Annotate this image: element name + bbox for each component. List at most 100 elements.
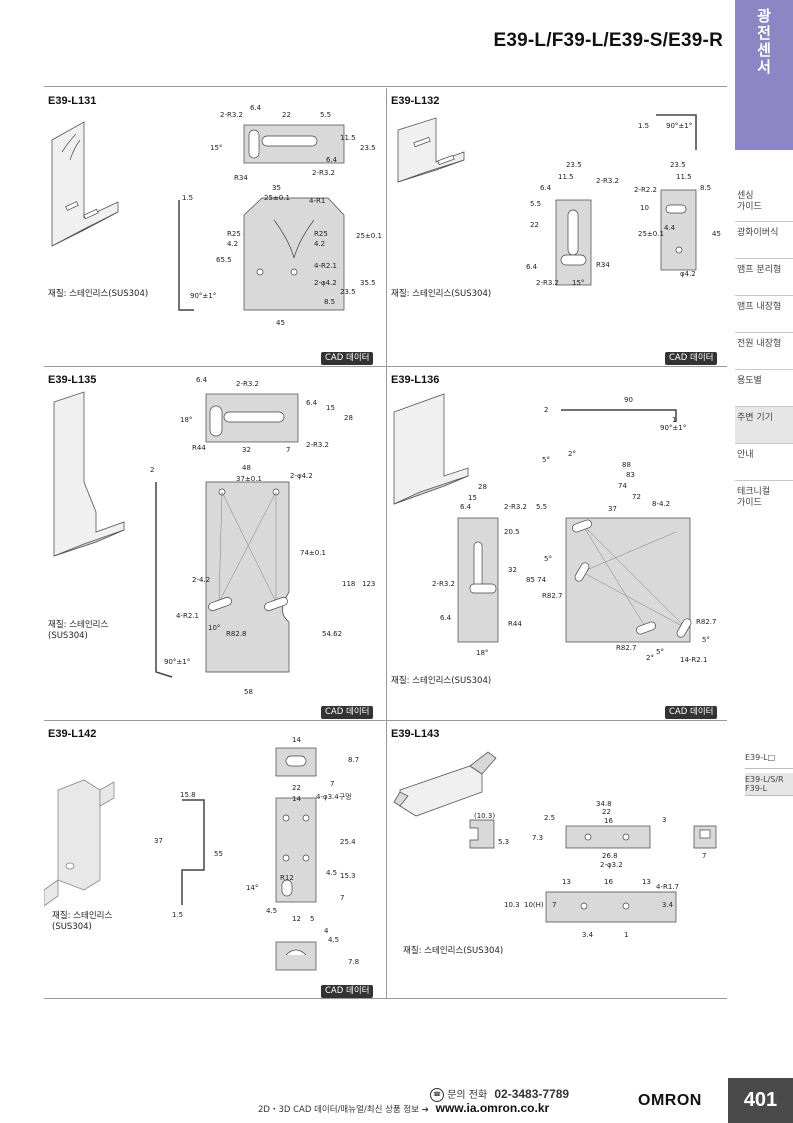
dim-l131: 22 xyxy=(282,111,291,119)
dim-l132: 15° xyxy=(572,279,584,287)
dim-l135: 58 xyxy=(244,688,253,696)
dim-l131: 4.2 xyxy=(314,240,325,248)
side-category-tab[interactable]: 광 전 센 서 xyxy=(735,0,793,150)
side-nav-item-application[interactable]: 용도별 xyxy=(735,370,793,407)
cad-data-button-l131[interactable]: CAD 데이터 xyxy=(321,352,374,365)
side-view-l135 xyxy=(155,482,173,678)
dim-l131: 2-φ4.2 xyxy=(314,279,337,287)
dim-l135: 7 xyxy=(286,446,290,454)
dim-l136: 88 xyxy=(622,461,631,469)
dim-l143: 16 xyxy=(604,817,613,825)
dim-l135: 48 xyxy=(242,464,251,472)
side-nav-item-sensing-guide[interactable]: 센싱 가이드 xyxy=(735,185,793,222)
dim-l136: 2 xyxy=(544,406,548,414)
front-view-l135 xyxy=(205,481,290,673)
footer-url-link[interactable]: www.ia.omron.co.kr xyxy=(435,1101,550,1115)
large-front-view-l136 xyxy=(565,517,692,643)
dim-l135: 74±0.1 xyxy=(300,549,326,557)
dim-l131: 15° xyxy=(210,144,222,152)
dim-l136: 32 xyxy=(508,566,517,574)
cad-data-button-l142[interactable]: CAD 데이터 xyxy=(321,985,374,998)
dim-l136: 90 xyxy=(624,396,633,404)
dim-l135: 37±0.1 xyxy=(236,475,262,483)
sub-nav-item-e39-l[interactable]: E39-L□ xyxy=(745,753,793,762)
dim-l131: 6.4 xyxy=(250,104,262,112)
dim-l135: 4-R2.1 xyxy=(176,612,199,620)
dim-l131: 6.4 xyxy=(326,156,338,164)
dim-l132: 6.4 xyxy=(540,184,552,192)
cell-title-l132: E39-L132 xyxy=(391,95,440,107)
dim-l135: 2 xyxy=(150,466,154,474)
dim-l135: 6.4 xyxy=(306,399,318,407)
dim-l135: R44 xyxy=(192,444,206,452)
front-view-l142 xyxy=(275,797,317,903)
dim-l143: 26.8 xyxy=(602,852,618,860)
side-nav-item-power-built-in[interactable]: 전원 내장형 xyxy=(735,333,793,370)
dim-l131: 4-R1 xyxy=(309,197,325,205)
side-nav-label: 안내 xyxy=(737,450,754,460)
side-nav-item-amp-separate[interactable]: 앰프 분리형 xyxy=(735,259,793,296)
side-nav-label: 광화이버식 xyxy=(737,228,779,238)
side-nav-item-technical-guide[interactable]: 테크니컬 가이드 xyxy=(735,481,793,518)
dim-l142: 14° xyxy=(246,884,258,892)
side-nav-item-peripherals[interactable]: 주변 기기 xyxy=(735,407,793,444)
page-number: 401 xyxy=(728,1078,793,1123)
phone-label: 문의 전화 xyxy=(447,1090,488,1101)
dim-l143: 1 xyxy=(624,931,628,939)
dim-l135: 90°±1° xyxy=(164,658,190,666)
dim-l136: 83 xyxy=(626,471,635,479)
dim-l136: 2-R3.2 xyxy=(504,503,527,511)
dim-l132: 45 xyxy=(712,230,721,238)
dim-l135: 28 xyxy=(344,414,353,422)
dim-l143: 34.8 xyxy=(596,800,612,808)
side-nav-item-fiber[interactable]: 광화이버식 xyxy=(735,222,793,259)
side-nav-label: 주변 기기 xyxy=(737,413,773,423)
dim-l142: 7 xyxy=(340,894,344,902)
dim-l132: 90°±1° xyxy=(666,122,692,130)
cad-data-button-l136[interactable]: CAD 데이터 xyxy=(665,706,718,719)
dim-l132: 10 xyxy=(640,204,649,212)
side-nav-label: 앰프 분리형 xyxy=(737,265,782,275)
dim-l132: 6.4 xyxy=(526,263,538,271)
dim-l136: R44 xyxy=(508,620,522,628)
sub-nav-item-e39-lsr[interactable]: E39-L/S/R F39-L xyxy=(745,773,793,795)
material-l135: 재질: 스테인리스 (SUS304) xyxy=(48,620,109,641)
side-view-l132 xyxy=(656,114,697,150)
drawing-l131: 6.4 22 5.5 2-R3.2 11.5 23.5 15° 6.4 R34 … xyxy=(51,104,382,327)
side-nav-label: 앰프 내장형 xyxy=(737,302,782,312)
dim-l143: 7.3 xyxy=(532,834,543,842)
dim-l143: 2.5 xyxy=(544,814,555,822)
dim-l142: 14 xyxy=(292,795,301,803)
cell-title-l135: E39-L135 xyxy=(48,374,97,386)
dim-l143: 3 xyxy=(662,816,666,824)
grid-divider-vertical xyxy=(386,88,387,998)
dim-l132: 11.5 xyxy=(558,173,574,181)
dim-l136: R82.7 xyxy=(616,644,636,652)
dim-l131: 65.5 xyxy=(216,256,232,264)
dim-l136: 18° xyxy=(476,649,488,657)
dim-l142: 14 xyxy=(292,736,301,744)
dim-l142: 12 xyxy=(292,915,301,923)
dim-l143: 3.4 xyxy=(582,931,594,939)
dim-l142: 4.5 xyxy=(326,869,337,877)
cad-data-button-l132[interactable]: CAD 데이터 xyxy=(665,352,718,365)
dim-l131: 4-R2.1 xyxy=(314,262,337,270)
dim-l142: 4.5 xyxy=(328,936,339,944)
side-nav-item-amp-built-in[interactable]: 앰프 내장형 xyxy=(735,296,793,333)
dim-l131: 4.2 xyxy=(227,240,238,248)
dim-l136: 8-4.2 xyxy=(652,500,670,508)
dim-l143: 13 xyxy=(642,878,651,886)
dim-l135: R82.8 xyxy=(226,630,246,638)
side-view-2-l132 xyxy=(660,189,697,271)
grid-divider-row3 xyxy=(44,998,727,999)
footer-info-text: 2D・3D CAD 데이터/매뉴얼/최신 상품 정보 ➔ xyxy=(258,1105,429,1115)
top-view-l135 xyxy=(205,393,299,443)
dim-l131: 35 xyxy=(272,184,281,192)
dim-l131: 1.5 xyxy=(182,194,193,202)
dim-l131: R25 xyxy=(314,230,328,238)
dim-l136: 2-R3.2 xyxy=(432,580,455,588)
dim-l142: R12 xyxy=(280,874,294,882)
cad-data-button-l135[interactable]: CAD 데이터 xyxy=(321,706,374,719)
side-nav-item-guide[interactable]: 안내 xyxy=(735,444,793,481)
dim-l131: 8.5 xyxy=(324,298,335,306)
